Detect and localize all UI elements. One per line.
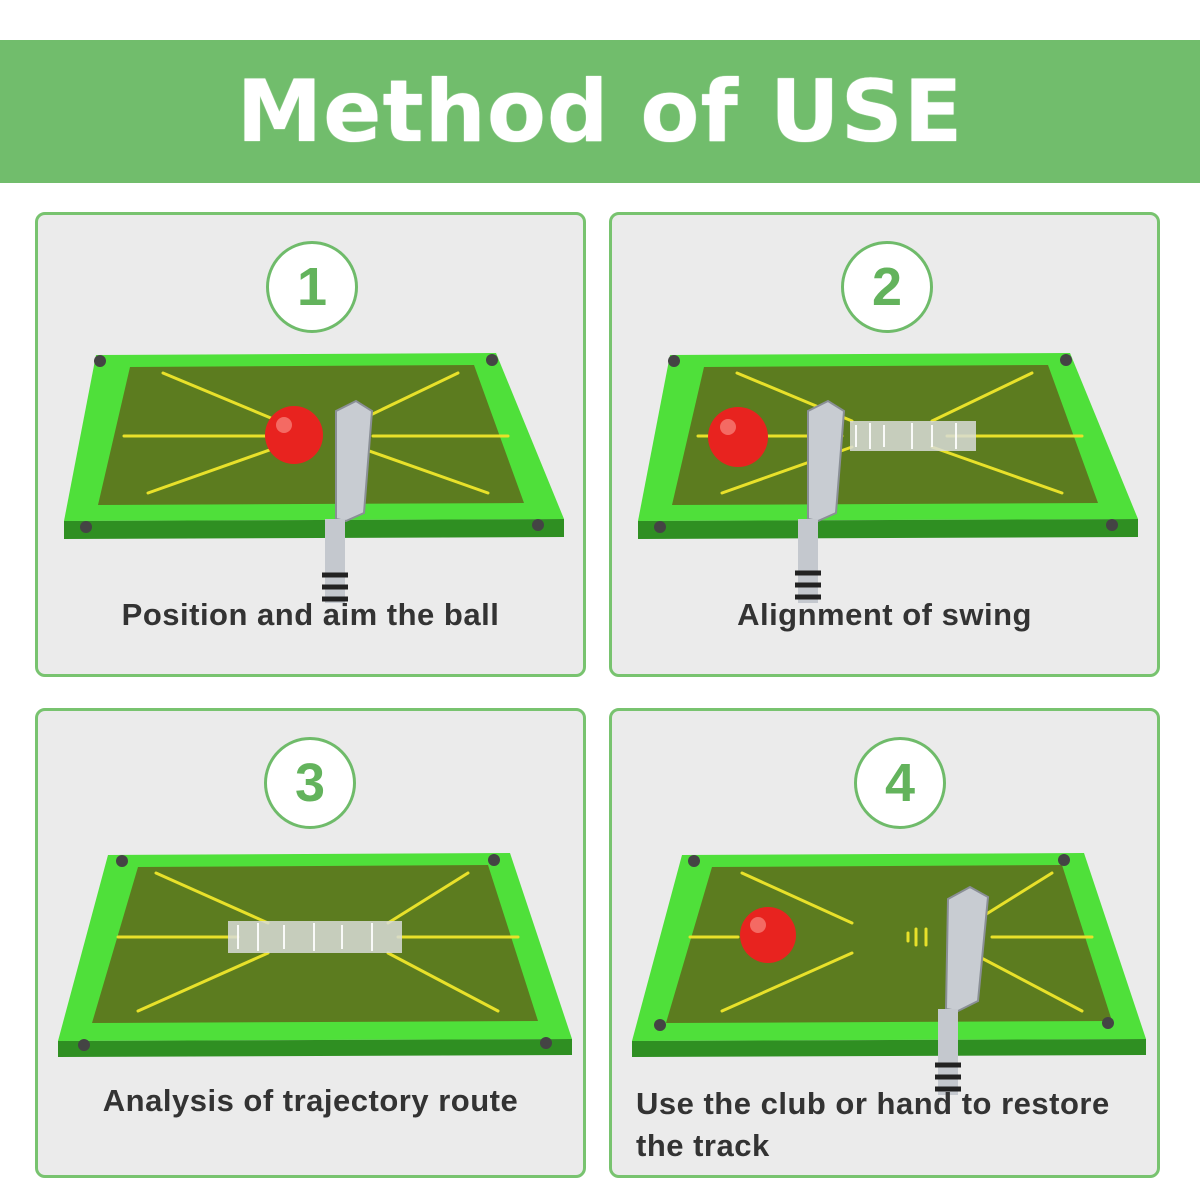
step-panel-4: 4 Use the c [609, 708, 1160, 1178]
step-number-badge: 4 [854, 737, 946, 829]
swing-track [228, 921, 402, 953]
golf-mat [632, 853, 1146, 1057]
step-number-badge: 1 [266, 241, 358, 333]
step-panel-3: 3 Analysis of trajectory route [35, 708, 586, 1178]
step-caption: Alignment of swing [737, 597, 1032, 632]
step-panel-2: 2 [609, 212, 1160, 677]
golf-mat-illustration [632, 853, 1146, 1095]
page-title: Method of USE [236, 61, 964, 162]
step-number-badge: 2 [841, 241, 933, 333]
step-number-badge: 3 [264, 737, 356, 829]
red-ball [708, 407, 768, 467]
iron-club [795, 399, 846, 603]
step-caption: Position and aim the ball [121, 597, 500, 632]
swing-track [850, 421, 976, 451]
red-ball [265, 406, 323, 464]
step-caption: Use the club or hand to restore the trac… [636, 1086, 1110, 1163]
step-caption: Analysis of trajectory route [102, 1083, 519, 1118]
header-banner: Method of USE [0, 40, 1200, 183]
golf-mat [58, 853, 572, 1057]
red-ball [740, 907, 796, 963]
golf-mat-illustration [58, 853, 572, 1057]
golf-mat-illustration [64, 353, 564, 603]
iron-club [935, 885, 990, 1095]
golf-mat-illustration [638, 353, 1138, 603]
step-panel-1: 1 Position and aim the ball [35, 212, 586, 677]
iron-club [322, 399, 374, 603]
